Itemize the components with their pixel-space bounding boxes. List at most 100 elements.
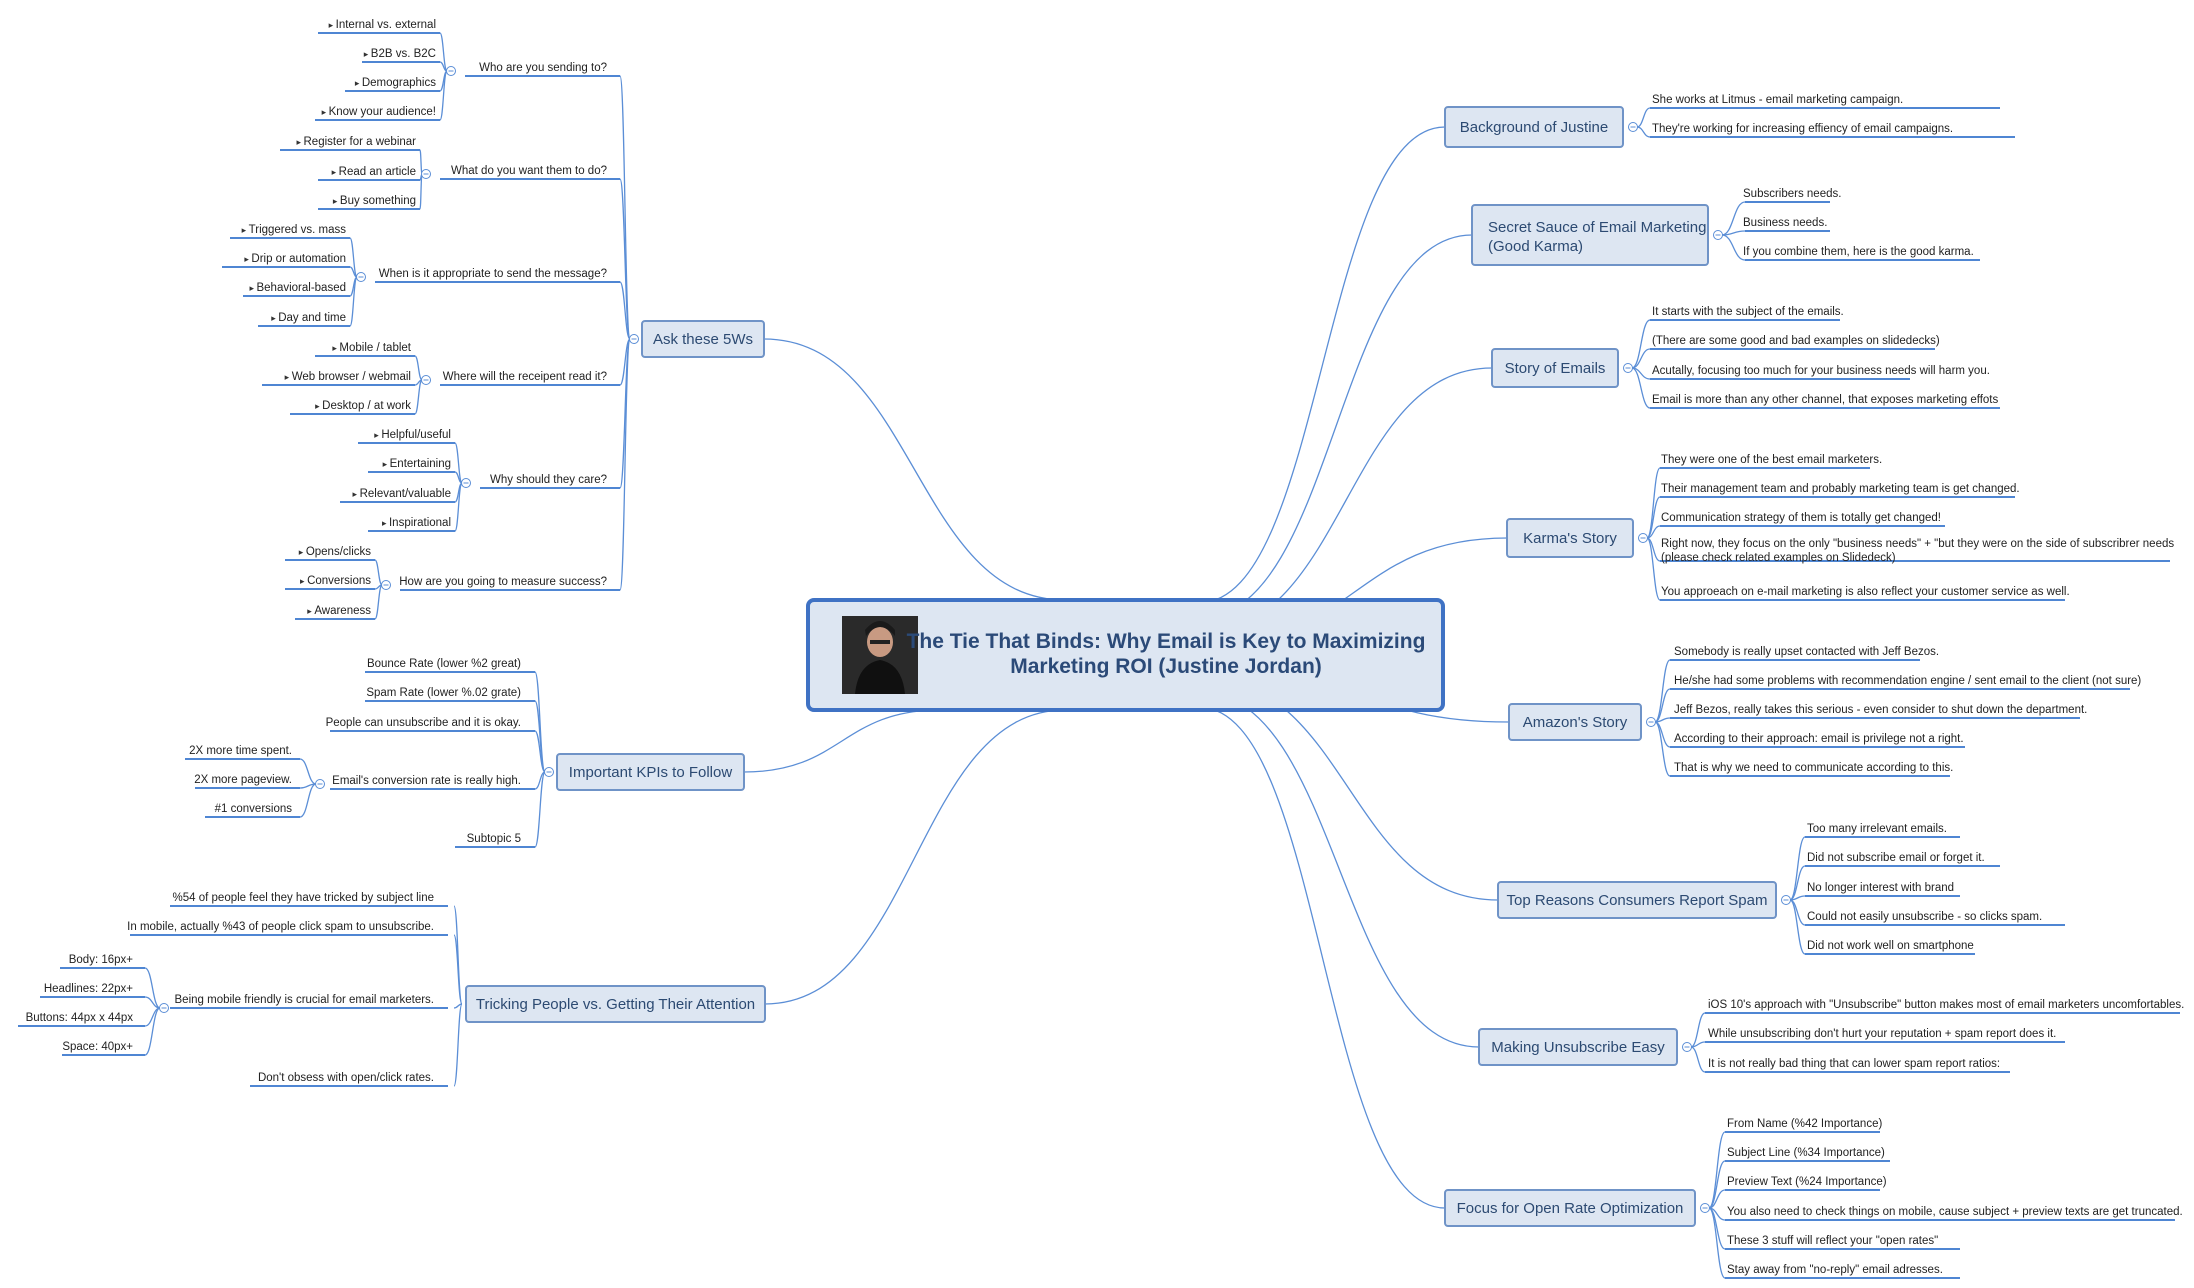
right-topic-focus-for-open-rate-optimization-leaf-link [1708, 1189, 1726, 1209]
leaf-text: Relevant/valuable [360, 488, 451, 500]
right-topic-story-of-emails-leaf-link [1631, 348, 1651, 369]
central-title-line-2: Marketing ROI (Justine Jordan) [1010, 655, 1322, 678]
right-topic-secret-sauce-of-email-marketing-good-kar-leaf: Business needs. [1743, 217, 1827, 229]
right-topic-story-of-emails-leaf: Email is more than any other channel, th… [1652, 394, 1999, 406]
right-topic-secret-sauce-of-email-marketing-good-kar[interactable]: Secret Sauce of Email Marketing(Good Kar… [1471, 204, 1709, 266]
bullet-arrow-icon: ▸ [329, 20, 336, 30]
left-topic-important-kpis-to-follow-link [743, 709, 941, 773]
leaf-text: Awareness [314, 605, 371, 617]
left-topic-ask-these-5ws-sub-who-are-you-sending-to-label: Who are you sending to? [479, 62, 607, 74]
leaf-text: B2B vs. B2C [371, 48, 436, 60]
left-topic-ask-these-5ws-sub-why-should-they-care-leaf: ▸ Relevant/valuable [353, 488, 451, 500]
right-topic-karma-s-story-leaf-link [1646, 537, 1661, 601]
leaf-text: Web browser / webmail [292, 371, 411, 383]
right-topic-focus-for-open-rate-optimization-leaf: Stay away from "no-reply" email adresses… [1727, 1264, 1943, 1276]
right-topic-top-reasons-consumers-report-spam-leaf: Too many irrelevant emails. [1807, 823, 1947, 835]
right-topic-making-unsubscribe-easy-leaf: It is not really bad thing that can lowe… [1708, 1058, 2000, 1070]
right-topic-top-reasons-consumers-report-spam-box[interactable] [1497, 881, 1777, 919]
bullet-arrow-icon: ▸ [364, 49, 371, 59]
leaf-line: Right now, they focus on the only "busin… [1661, 538, 2174, 550]
leaf-text: Read an article [339, 166, 416, 178]
left-topic-tricking-people-vs-getting-their-attenti-sub-being-mobile-friendly-is-crucial-for-ema-leaf: Headlines: 22px+ [44, 983, 133, 995]
left-topic-tricking-people-vs-getting-their-attenti-sub-in-mobile-actually-43-of-people-click-sp-link [453, 934, 463, 1005]
left-topic-ask-these-5ws-box[interactable] [641, 320, 765, 358]
left-topic-ask-these-5ws-sub-what-do-you-want-them-to-do-link [619, 178, 631, 340]
left-topic-ask-these-5ws-sub-how-are-you-going-to-measure-success-leaf-link [374, 559, 383, 586]
left-topic-ask-these-5ws-sub-where-will-the-receipent-read-it-leaf: ▸ Desktop / at work [315, 400, 411, 412]
right-topic-background-of-justine-box[interactable] [1444, 106, 1624, 148]
left-topic-important-kpis-to-follow-sub-subtopic-5-link [534, 771, 546, 848]
right-topic-focus-for-open-rate-optimization[interactable]: Focus for Open Rate Optimization [1444, 1189, 1696, 1227]
left-topic-ask-these-5ws-sub-where-will-the-receipent-read-it-label: Where will the receipent read it? [443, 371, 607, 383]
right-topic-karma-s-story-leaf-link [1646, 467, 1661, 539]
left-topic-tricking-people-vs-getting-their-attenti-sub-being-mobile-friendly-is-crucial-for-ema-label: Being mobile friendly is crucial for ema… [175, 994, 434, 1006]
right-topic-karma-s-story-leaf-link [1646, 496, 1661, 539]
left-topic-important-kpis-to-follow-box[interactable] [556, 753, 745, 791]
right-topic-amazon-s-story-leaf-link [1654, 688, 1671, 723]
right-topic-amazon-s-story[interactable]: Amazon's Story [1508, 703, 1642, 741]
right-topic-top-reasons-consumers-report-spam-leaf-link [1789, 865, 1806, 901]
right-topic-making-unsubscribe-easy-label: Making Unsubscribe Easy [1491, 1039, 1665, 1056]
right-topic-story-of-emails[interactable]: Story of Emails [1491, 348, 1619, 388]
right-topic-background-of-justine-link [1199, 126, 1446, 604]
right-topic-amazon-s-story-leaf: Somebody is really upset contacted with … [1674, 646, 1939, 658]
left-topic-ask-these-5ws-sub-how-are-you-going-to-measure-success-leaf: ▸ Awareness [307, 605, 371, 617]
right-topic-making-unsubscribe-easy-box[interactable] [1478, 1028, 1678, 1066]
right-topic-top-reasons-consumers-report-spam-leaf: Could not easily unsubscribe - so clicks… [1807, 911, 2042, 923]
left-topic-ask-these-5ws-sub-how-are-you-going-to-measure-success-link [619, 338, 631, 591]
right-topic-karma-s-story-leaf: Their management team and probably marke… [1661, 483, 2020, 495]
right-topic-focus-for-open-rate-optimization-leaf: These 3 stuff will reflect your "open ra… [1727, 1235, 1938, 1247]
central-topic[interactable]: The Tie That Binds: Why Email is Key to … [806, 598, 1445, 712]
left-topic-ask-these-5ws-sub-where-will-the-receipent-read-it-leaf-link [414, 355, 423, 381]
right-topic-story-of-emails-leaf-link [1631, 319, 1651, 369]
left-topic-tricking-people-vs-getting-their-attenti[interactable]: Tricking People vs. Getting Their Attent… [465, 985, 766, 1023]
leaf-text: Mobile / tablet [339, 342, 411, 354]
bullet-arrow-icon: ▸ [300, 576, 307, 586]
right-topic-secret-sauce-of-email-marketing-good-kar-leaf-link [1721, 201, 1746, 236]
right-topic-secret-sauce-of-email-marketing-good-kar-box[interactable] [1471, 204, 1709, 266]
bullet-arrow-icon: ▸ [315, 401, 322, 411]
central-topic-box[interactable] [806, 598, 1445, 712]
right-topic-making-unsubscribe-easy-leaf: iOS 10's approach with "Unsubscribe" but… [1708, 999, 2184, 1011]
left-topic-tricking-people-vs-getting-their-attenti-label: Tricking People vs. Getting Their Attent… [476, 996, 755, 1013]
right-topic-karma-s-story[interactable]: Karma's Story [1506, 518, 1634, 558]
right-topic-top-reasons-consumers-report-spam-label: Top Reasons Consumers Report Spam [1507, 892, 1768, 909]
bullet-arrow-icon: ▸ [383, 459, 390, 469]
right-topic-story-of-emails-link [1199, 367, 1493, 634]
right-topic-amazon-s-story-leaf: He/she had some problems with recommenda… [1674, 675, 2141, 687]
right-topic-amazon-s-story-leaf: That is why we need to communicate accor… [1674, 762, 1953, 774]
right-topic-story-of-emails-box[interactable] [1491, 348, 1619, 388]
right-topic-top-reasons-consumers-report-spam[interactable]: Top Reasons Consumers Report Spam [1497, 881, 1777, 919]
left-topic-ask-these-5ws-sub-how-are-you-going-to-measure-success-leaf: ▸ Conversions [300, 575, 371, 587]
bullet-arrow-icon: ▸ [285, 372, 292, 382]
right-topic-focus-for-open-rate-optimization-leaf: From Name (%42 Importance) [1727, 1118, 1882, 1130]
right-topic-background-of-justine-leaf: She works at Litmus - email marketing ca… [1652, 94, 1903, 106]
bullet-arrow-icon: ▸ [296, 137, 303, 147]
bullet-arrow-icon: ▸ [374, 430, 381, 440]
bullet-arrow-icon: ▸ [271, 313, 278, 323]
right-topic-making-unsubscribe-easy[interactable]: Making Unsubscribe Easy [1478, 1028, 1678, 1066]
right-topic-amazon-s-story-label: Amazon's Story [1523, 714, 1628, 731]
leaf-text: Helpful/useful [381, 429, 451, 441]
left-topic-tricking-people-vs-getting-their-attenti-sub-being-mobile-friendly-is-crucial-for-ema-leaf: Body: 16px+ [69, 954, 134, 966]
left-topic-ask-these-5ws-sub-when-is-it-appropriate-to-send-the-messa-leaf: ▸ Drip or automation [244, 253, 346, 265]
left-topic-ask-these-5ws-sub-what-do-you-want-them-to-do-leaf: ▸ Buy something [333, 195, 416, 207]
right-topic-background-of-justine[interactable]: Background of Justine [1444, 106, 1624, 148]
left-topic-tricking-people-vs-getting-their-attenti-sub-being-mobile-friendly-is-crucial-for-ema-leaf-link [144, 1007, 161, 1056]
right-topic-karma-s-story-leaf: Communication strategy of them is totall… [1661, 512, 1941, 524]
left-topic-important-kpis-to-follow[interactable]: Important KPIs to Follow [556, 753, 745, 791]
left-topic-ask-these-5ws-link [763, 338, 1066, 601]
bullet-arrow-icon: ▸ [249, 283, 256, 293]
right-topic-focus-for-open-rate-optimization-box[interactable] [1444, 1189, 1696, 1227]
left-topic-ask-these-5ws[interactable]: Ask these 5Ws [641, 320, 765, 358]
left-topic-ask-these-5ws-sub-who-are-you-sending-to-leaf: ▸ Know your audience! [322, 106, 436, 118]
right-topic-background-of-justine-label: Background of Justine [1460, 119, 1608, 136]
right-topic-amazon-s-story-box[interactable] [1508, 703, 1642, 741]
left-topic-ask-these-5ws-sub-how-are-you-going-to-measure-success-label: How are you going to measure success? [399, 576, 607, 588]
left-topic-ask-these-5ws-label: Ask these 5Ws [653, 331, 753, 348]
right-topic-focus-for-open-rate-optimization-leaf: Preview Text (%24 Importance) [1727, 1176, 1887, 1188]
right-topic-karma-s-story-box[interactable] [1506, 518, 1634, 558]
left-topic-tricking-people-vs-getting-their-attenti-box[interactable] [465, 985, 766, 1023]
right-topic-story-of-emails-leaf: (There are some good and bad examples on… [1652, 335, 1940, 347]
